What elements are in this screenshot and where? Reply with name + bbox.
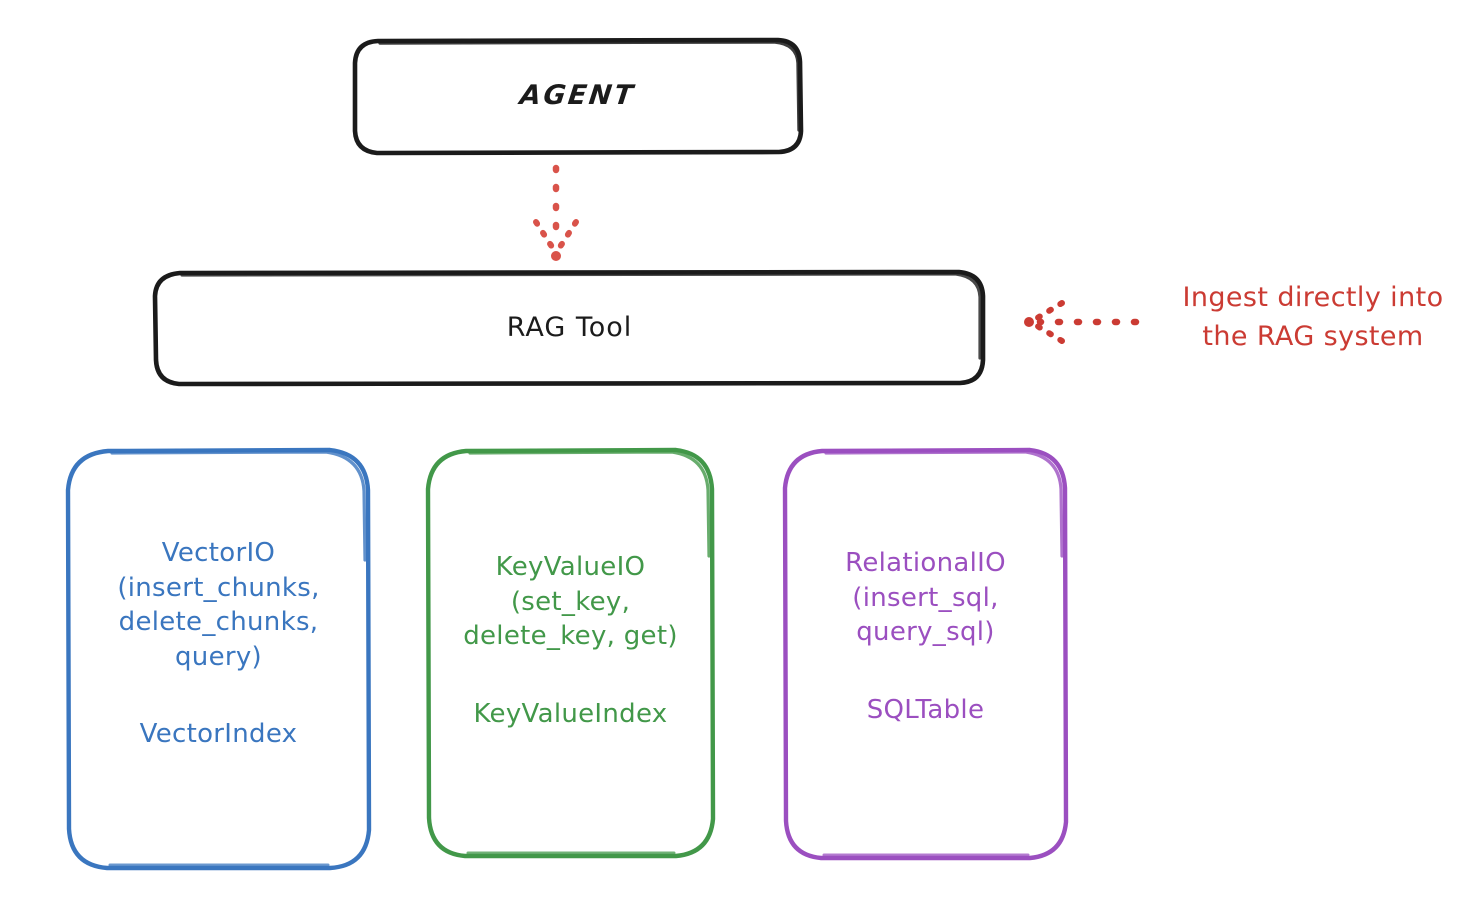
agent-node[interactable]: AGENT xyxy=(355,40,801,153)
ingest-to-rag-tool-connector xyxy=(1024,300,1140,344)
vector-index-label: VectorIndex xyxy=(139,719,298,750)
key-value-io-api-label: KeyValueIO (set_key, delete_key, get) xyxy=(463,552,678,652)
rag-tool-node[interactable]: RAG Tool xyxy=(155,272,984,384)
relational-io-node[interactable]: RelationalIO (insert_sql, query_sql) SQL… xyxy=(785,450,1066,859)
vector-io-node[interactable]: VectorIO (insert_chunks, delete_chunks, … xyxy=(68,450,369,869)
key-value-io-node[interactable]: KeyValueIO (set_key, delete_key, get) Ke… xyxy=(428,450,713,857)
agent-label: AGENT xyxy=(518,80,638,112)
ingest-annotation-text: Ingest directly into the RAG system xyxy=(1182,282,1444,353)
rag-tool-label: RAG Tool xyxy=(506,311,633,343)
key-value-index-label: KeyValueIndex xyxy=(473,698,668,729)
relational-io-api-label: RelationalIO (insert_sql, query_sql) xyxy=(845,548,1006,648)
agent-to-rag-tool-connector xyxy=(533,164,579,261)
sql-table-label: SQLTable xyxy=(866,694,985,725)
vector-io-api-label: VectorIO (insert_chunks, delete_chunks, … xyxy=(117,538,320,672)
